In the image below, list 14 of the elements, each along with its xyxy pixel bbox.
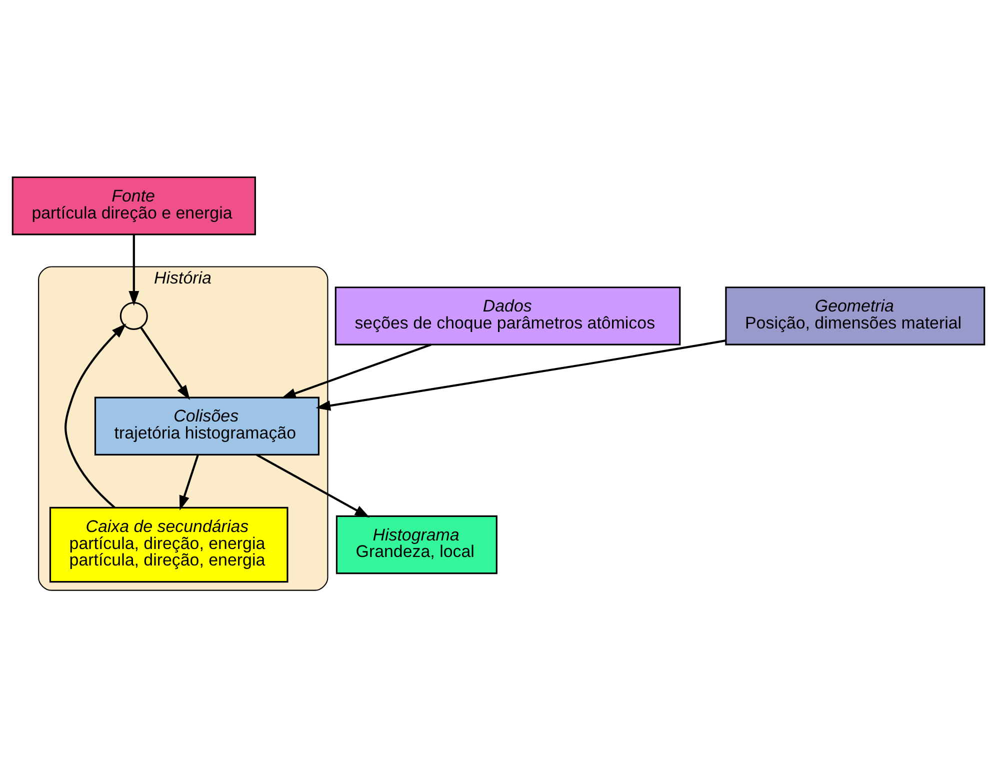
node-box: Geometria Posição, dimensões material	[725, 286, 986, 345]
arrow	[256, 453, 370, 518]
node-circle	[120, 301, 148, 330]
arrow	[128, 234, 140, 306]
arrow	[179, 454, 199, 510]
node-box: Histograma Grandeza, local	[336, 514, 498, 574]
node-box: Colisões trajetória histogramação	[94, 396, 320, 456]
arrow	[140, 326, 190, 400]
arrow	[316, 339, 726, 410]
arrow	[281, 343, 432, 398]
node-box: Caixa de secundárias partícula, direção, energia partícula, direção, energia	[49, 506, 288, 582]
node-box: Dados seções de choque parâmetros atômicos	[334, 286, 681, 345]
node-box: Fonte partícula direção e energia	[12, 176, 256, 235]
arrow	[64, 323, 126, 508]
